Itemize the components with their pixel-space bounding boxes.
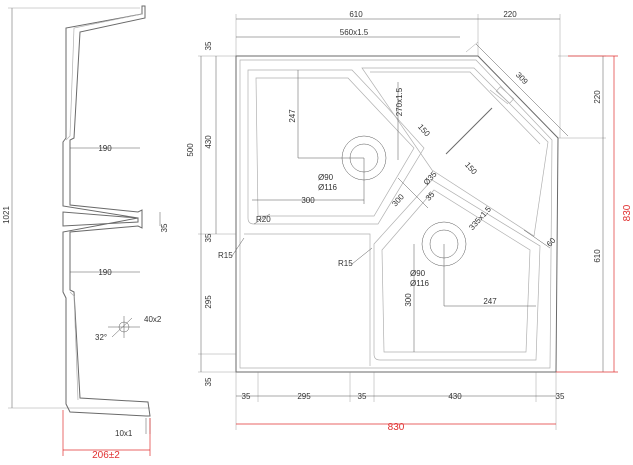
diagonal-divider bbox=[445, 107, 493, 155]
lower-190-label: 190 bbox=[98, 268, 112, 277]
dim-247-upper-label: 247 bbox=[288, 109, 297, 123]
bottom-830-label: 830 bbox=[388, 422, 405, 433]
sink-outer-outline bbox=[235, 55, 559, 373]
upper-bowl bbox=[247, 69, 425, 225]
right-220-label: 220 bbox=[593, 90, 602, 104]
bottom-35-b-label: 35 bbox=[358, 392, 367, 401]
dim-35-diag-b-label: 35 bbox=[424, 190, 437, 203]
top-220-label: 220 bbox=[503, 10, 517, 19]
r15-left-label: R15 bbox=[218, 251, 233, 260]
divider-35-label: 35 bbox=[160, 223, 169, 232]
dim-270-label: 270x1.5 bbox=[395, 87, 404, 116]
bottom-430-label: 430 bbox=[448, 392, 462, 401]
drain-upper-b-label: Ø116 bbox=[318, 183, 338, 192]
drainboard-area bbox=[361, 67, 549, 237]
lower-bowl bbox=[373, 179, 541, 361]
base-label: 10x1 bbox=[115, 429, 133, 438]
side-view: 1021 190 35 190 32° 40x2 10x1 206±2 bbox=[2, 5, 169, 461]
dim-35-diag-a-label: Ø35 bbox=[422, 169, 439, 187]
dim-247-lower-label: 247 bbox=[483, 297, 497, 306]
left-430-label: 430 bbox=[204, 135, 213, 149]
hole-label: 40x2 bbox=[144, 315, 162, 324]
side-overall-width-label: 206±2 bbox=[92, 450, 120, 461]
left-35-top-label: 35 bbox=[204, 41, 213, 50]
dim-335-label: 335x1.5 bbox=[467, 204, 493, 232]
drain-lower-a-label: Ø90 bbox=[410, 269, 426, 278]
bottom-35-a-label: 35 bbox=[242, 392, 251, 401]
left-35-mid-label: 35 bbox=[204, 233, 213, 242]
overflow-slot bbox=[495, 86, 515, 104]
dim-150-a-label: 150 bbox=[416, 122, 432, 138]
dim-150-b-label: 150 bbox=[463, 160, 479, 176]
left-295-label: 295 bbox=[204, 295, 213, 309]
plan-view: 610 220 560x1.5 309 35 500 430 35 295 35… bbox=[186, 10, 633, 433]
r15-inner-label: R15 bbox=[338, 259, 353, 268]
r20-label: R20 bbox=[256, 215, 271, 224]
angle-label: 32° bbox=[95, 333, 107, 342]
drain-lower-b-label: Ø116 bbox=[410, 279, 430, 288]
left-500-label: 500 bbox=[186, 143, 195, 157]
left-35-bottom-label: 35 bbox=[204, 377, 213, 386]
inner-560-label: 560x1.5 bbox=[340, 28, 369, 37]
bottom-35-c-label: 35 bbox=[556, 392, 565, 401]
dim-300-lower-label: 300 bbox=[404, 293, 413, 307]
bottom-295-label: 295 bbox=[297, 392, 311, 401]
dim-300-diag-label: 300 bbox=[390, 192, 406, 208]
drain-upper-a-label: Ø90 bbox=[318, 173, 334, 182]
side-profile-outline bbox=[62, 5, 151, 417]
dim-60-label: 60 bbox=[545, 236, 558, 249]
right-610-label: 610 bbox=[593, 249, 602, 263]
upper-190-label: 190 bbox=[98, 144, 112, 153]
height-label: 1021 bbox=[2, 206, 11, 224]
top-610-label: 610 bbox=[349, 10, 363, 19]
right-830-label: 830 bbox=[622, 204, 633, 221]
dim-300-upper-label: 300 bbox=[301, 196, 315, 205]
